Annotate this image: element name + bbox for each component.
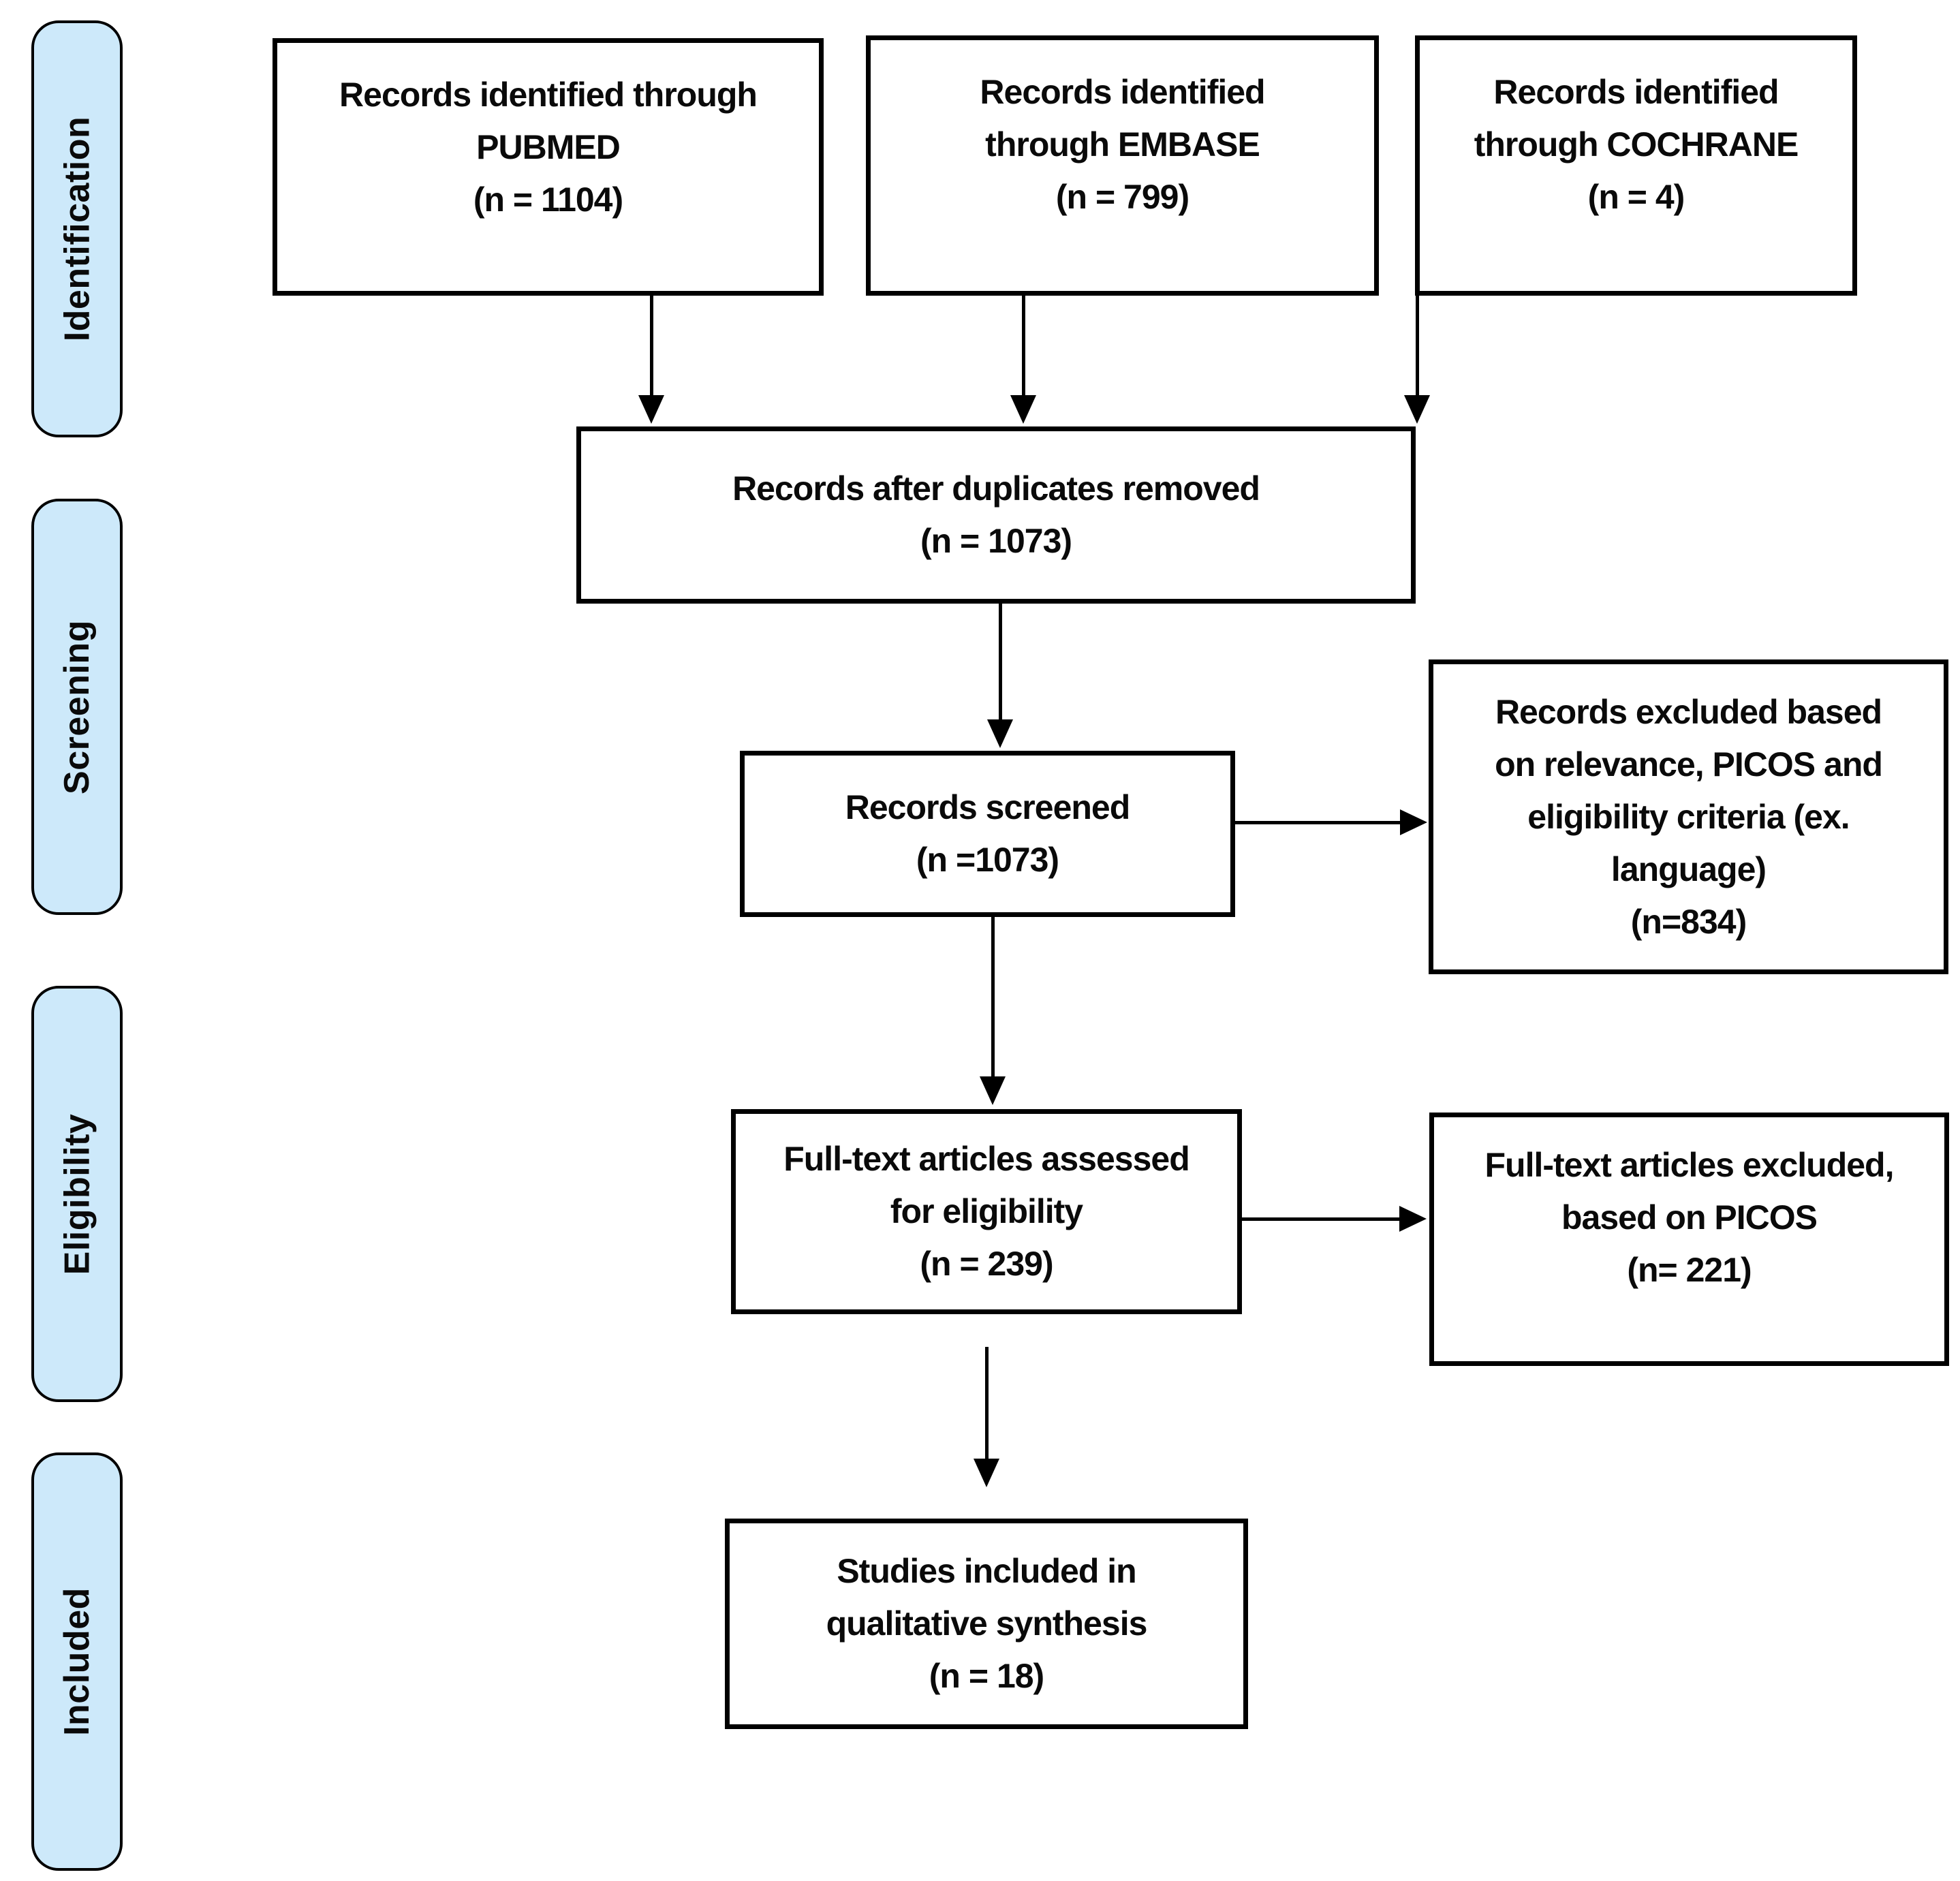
stage-pill-eligibility: Eligibility xyxy=(31,986,123,1402)
arrowhead-screened-to-fulltext xyxy=(980,1076,1006,1105)
box-line: Records identified through xyxy=(339,76,758,114)
box-line: (n = 18) xyxy=(929,1657,1044,1695)
stage-pill-included: Included xyxy=(31,1452,123,1871)
box-records-screened: Records screened (n =1073) xyxy=(740,751,1235,917)
box-line: qualitative synthesis xyxy=(826,1604,1148,1643)
box-line: PUBMED xyxy=(476,128,621,166)
box-line: Records identified xyxy=(1493,73,1779,111)
box-line: Full-text articles assessed xyxy=(783,1140,1190,1178)
arrow-duplicates-to-screened xyxy=(999,604,1002,722)
arrowhead-screened-to-excluded xyxy=(1400,809,1427,835)
arrow-fulltext-to-included xyxy=(985,1347,989,1460)
box-records-excluded: Records excluded based on relevance, PIC… xyxy=(1429,659,1948,974)
box-line: Records after duplicates removed xyxy=(732,469,1260,508)
stage-pill-screening: Screening xyxy=(31,499,123,915)
arrowhead-fulltext-to-included xyxy=(974,1459,999,1487)
box-line: language) xyxy=(1611,850,1767,888)
box-records-identified-embase: Records identified through EMBASE (n = 7… xyxy=(866,35,1379,296)
stage-label-eligibility: Eligibility xyxy=(57,1113,97,1275)
arrowhead-fulltext-to-excluded xyxy=(1399,1206,1427,1232)
box-line: on relevance, PICOS and xyxy=(1495,745,1883,783)
arrow-screened-to-fulltext xyxy=(991,917,995,1079)
box-studies-included: Studies included in qualitative synthesi… xyxy=(725,1519,1248,1729)
box-line: (n = 1073) xyxy=(920,522,1072,560)
box-line: (n =1073) xyxy=(916,841,1059,879)
arrow-embase-to-duplicates xyxy=(1022,296,1025,398)
box-fulltext-excluded: Full-text articles excluded, based on PI… xyxy=(1429,1113,1949,1366)
box-line: (n = 799) xyxy=(1055,178,1189,216)
box-line: based on PICOS xyxy=(1561,1198,1818,1237)
arrowhead-duplicates-to-screened xyxy=(987,719,1013,748)
stage-label-identification: Identification xyxy=(57,116,97,342)
box-line: (n = 4) xyxy=(1587,178,1685,216)
arrow-fulltext-to-excluded xyxy=(1242,1217,1401,1221)
arrow-cochrane-to-duplicates xyxy=(1416,296,1419,398)
box-line: Records excluded based xyxy=(1495,692,1882,731)
arrow-pubmed-to-duplicates xyxy=(650,296,653,398)
box-line: (n= 221) xyxy=(1627,1251,1752,1289)
arrow-screened-to-excluded xyxy=(1235,821,1401,824)
box-line: Full-text articles excluded, xyxy=(1484,1146,1895,1184)
box-line: Records screened xyxy=(845,788,1131,826)
arrowhead-pubmed-to-duplicates xyxy=(638,395,664,424)
box-line: Records identified xyxy=(980,73,1265,111)
box-fulltext-assessed: Full-text articles assessed for eligibil… xyxy=(731,1109,1242,1314)
stage-pill-identification: Identification xyxy=(31,20,123,437)
box-records-identified-cochrane: Records identified through COCHRANE (n =… xyxy=(1415,35,1857,296)
box-line: (n = 1104) xyxy=(473,181,623,219)
arrowhead-cochrane-to-duplicates xyxy=(1404,395,1430,424)
box-line: eligibility criteria (ex. xyxy=(1527,797,1850,836)
stage-label-screening: Screening xyxy=(57,619,97,794)
box-line: through EMBASE xyxy=(985,125,1260,164)
box-line: (n=834) xyxy=(1630,902,1747,941)
arrowhead-embase-to-duplicates xyxy=(1010,395,1036,424)
box-line: for eligibility xyxy=(890,1192,1083,1230)
box-line: through COCHRANE xyxy=(1474,125,1799,164)
box-line: (n = 239) xyxy=(920,1245,1053,1283)
box-records-identified-pubmed: Records identified through PUBMED (n = 1… xyxy=(273,38,824,296)
box-line: Studies included in xyxy=(837,1552,1136,1590)
box-duplicates-removed: Records after duplicates removed (n = 10… xyxy=(576,426,1416,604)
stage-label-included: Included xyxy=(57,1587,97,1736)
